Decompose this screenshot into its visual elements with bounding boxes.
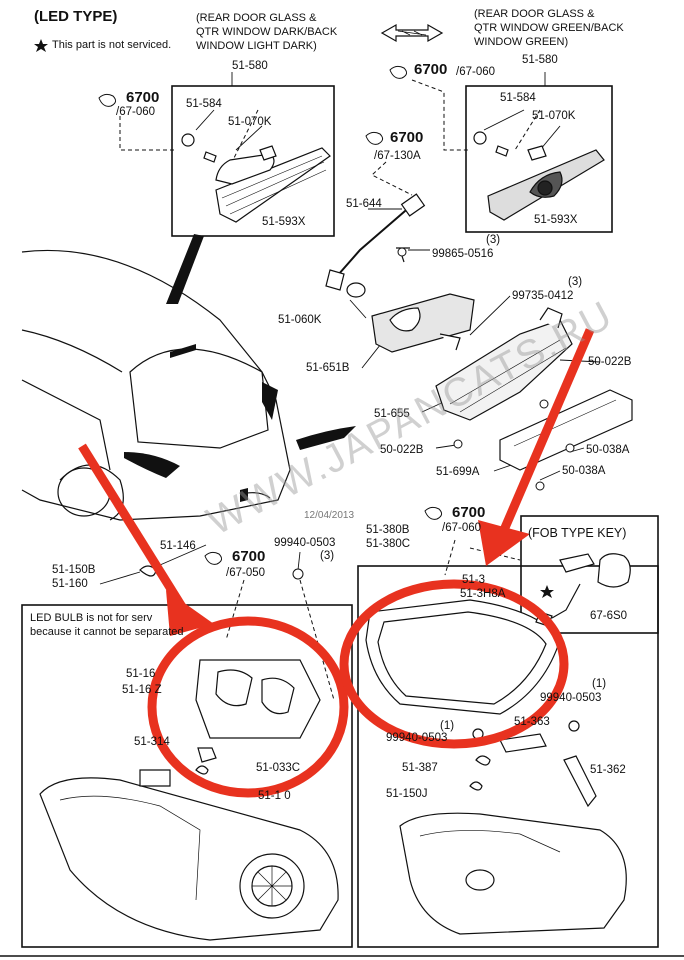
highlight-circle-left <box>147 616 349 798</box>
part-label: 51-580 <box>232 60 268 72</box>
pointer-wedges <box>166 234 248 502</box>
part-label: 51-314 <box>134 736 170 748</box>
part-label: (1) <box>440 720 455 732</box>
part-label: 99735-0412 <box>512 290 574 302</box>
part-label: 51-160 <box>52 578 88 590</box>
header-left-2: QTR WINDOW DARK/BACK <box>196 26 338 38</box>
part-label: 51-16 <box>126 668 156 680</box>
part-label: (3) <box>568 276 583 288</box>
header-left-1: (REAR DOOR GLASS & <box>196 12 317 24</box>
highlight-annotations <box>78 328 595 798</box>
part-label: (3) <box>486 234 501 246</box>
part-label: 51-363 <box>514 716 550 728</box>
part-label: 50-038A <box>562 465 606 477</box>
page-title: (LED TYPE) <box>34 8 118 25</box>
rear-combination-lamp-led <box>39 565 339 941</box>
header-right-2: QTR WINDOW GREEN/BACK <box>474 22 624 34</box>
arrow-shaft-right <box>493 328 595 546</box>
part-label: 99865-0516 <box>432 248 494 260</box>
ref-main: 6700 <box>126 89 160 106</box>
part-label: 51-387 <box>402 762 438 774</box>
ref-sub: /67-060 <box>442 522 482 534</box>
high-mount-lamp-dark <box>181 133 331 223</box>
part-label: 99940-0503 <box>540 692 602 704</box>
ref-main: 6700 <box>232 548 266 565</box>
header-right-1: (REAR DOOR GLASS & <box>474 8 595 20</box>
ref-main: 6700 <box>452 504 486 521</box>
part-label: 51-146 <box>160 540 196 552</box>
quarter-window-glass <box>365 599 561 715</box>
part-label: 99940-0503 <box>386 732 448 744</box>
bulb-ref-icon <box>98 65 443 565</box>
part-label: (1) <box>592 678 607 690</box>
part-label: 51-3H8A <box>460 588 506 600</box>
left-inset-box <box>171 85 335 237</box>
part-label: 51-16 Z <box>122 684 162 696</box>
part-label: 51-362 <box>590 764 626 776</box>
red-arrowheads <box>166 520 530 636</box>
part-label: 51-380C <box>366 538 411 550</box>
ref-sub: /67-060 <box>456 66 496 78</box>
part-label: 51-593X <box>262 216 306 228</box>
part-label: 51-070K <box>532 110 576 122</box>
date-stamp: 12/04/2013 <box>304 510 355 521</box>
part-label: 50-022B <box>380 444 424 456</box>
header-left-3: WINDOW LIGHT DARK) <box>196 40 317 52</box>
ref-main: 6700 <box>414 61 448 78</box>
part-label: 50-038A <box>586 444 630 456</box>
arrow-shaft-left <box>78 443 188 613</box>
part-label: 51-070K <box>228 116 272 128</box>
part-label: 51-651B <box>306 362 350 374</box>
ref-sub: /67-130A <box>374 150 421 162</box>
part-label: 51-699A <box>436 466 480 478</box>
header-right-3: WINDOW GREEN) <box>474 36 569 48</box>
wiring-harness <box>325 193 426 298</box>
fob-type-key-label: (FOB TYPE KEY) <box>528 526 627 540</box>
part-label: 51-1 0 <box>258 790 291 802</box>
part-label: 51-644 <box>346 198 382 210</box>
car-lamp-shapes <box>124 344 356 478</box>
highlight-circle-right <box>339 579 569 749</box>
part-label: 51-380B <box>366 524 410 536</box>
part-label: 51-655 <box>374 408 410 420</box>
part-label: (3) <box>320 550 335 562</box>
mounting-bracket <box>435 307 573 421</box>
part-label: 51-033C <box>256 762 301 774</box>
not-serviced-note: This part is not serviced. <box>52 39 172 51</box>
ref-sub: /67-060 <box>116 106 156 118</box>
ref-sub: /67-050 <box>226 567 266 579</box>
part-label: 51-150J <box>386 788 428 800</box>
trim-panel <box>499 389 633 471</box>
part-label: 51-584 <box>186 98 222 110</box>
part-label: 51-584 <box>500 92 536 104</box>
star-icon <box>34 39 554 598</box>
part-label: 67-6S0 <box>590 610 628 622</box>
fob-key-box <box>520 515 659 634</box>
double-arrow-icon <box>380 23 444 43</box>
screws <box>292 247 575 580</box>
led-note-2: because it cannot be separated <box>30 626 184 638</box>
part-label: 51-580 <box>522 54 558 66</box>
part-label: 51-3 <box>462 574 486 586</box>
lamp-assembly <box>371 293 475 353</box>
part-label: 51-060K <box>278 314 322 326</box>
quarter-window-box <box>357 565 659 948</box>
ref-main: 6700 <box>390 129 424 146</box>
part-label: 50-022B <box>588 356 632 368</box>
led-note-1: LED BULB is not for serv <box>30 612 153 624</box>
part-label: 51-593X <box>534 214 578 226</box>
right-inset-box <box>465 85 613 233</box>
rear-lamp-assembly-right <box>399 720 627 935</box>
high-mount-lamp-green <box>473 131 605 221</box>
part-label: 51-150B <box>52 564 96 576</box>
part-label: 99940-0503 <box>274 537 336 549</box>
